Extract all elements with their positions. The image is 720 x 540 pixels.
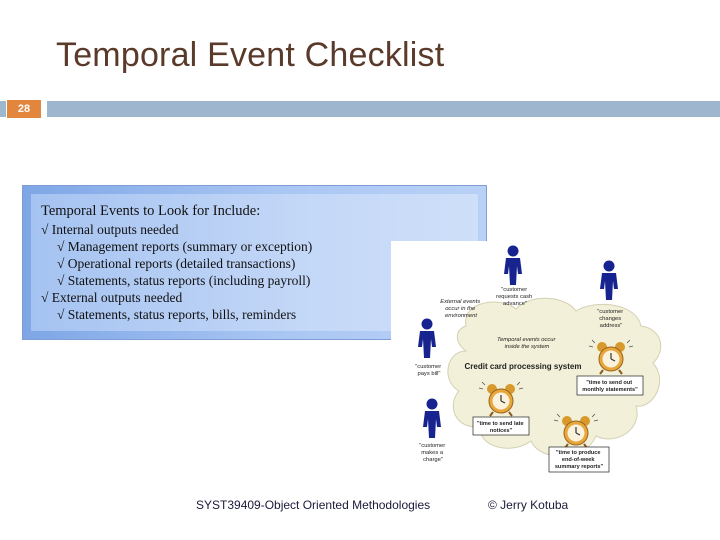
checklist-item: √ Statements, status reports (including … bbox=[57, 273, 311, 288]
checklist-item: √ Statements, status reports, bills, rem… bbox=[57, 307, 297, 322]
header-bar-right bbox=[47, 101, 720, 117]
slide-number: 28 bbox=[7, 100, 41, 118]
clock-label-box bbox=[472, 416, 530, 436]
checklist-item: √ Internal outputs needed bbox=[41, 222, 179, 237]
system-name: Credit card processing system bbox=[465, 362, 582, 371]
temporal-events-label: Temporal events occur inside the system bbox=[497, 337, 557, 350]
actor-label-makes-charge: "customer makes a charge" bbox=[419, 443, 447, 463]
slide-title: Temporal Event Checklist bbox=[56, 36, 445, 74]
actor-label-cash-advance: "customer requests cash advance" bbox=[496, 287, 534, 307]
actor-label-changes-address: "customer changes address" bbox=[597, 309, 625, 329]
checklist-box: Temporal Events to Look for Include: √ I… bbox=[22, 185, 487, 340]
external-events-label: External events occur in the environment bbox=[440, 299, 482, 319]
event-diagram-svg: "customer requests cash advance" "custom… bbox=[415, 245, 662, 473]
event-diagram: "customer requests cash advance" "custom… bbox=[391, 241, 687, 486]
clock-label-late-notices: "time to send late notices" bbox=[477, 421, 525, 434]
checklist-item: √ Management reports (summary or excepti… bbox=[57, 239, 313, 254]
checklist-heading: Temporal Events to Look for Include: bbox=[41, 203, 261, 219]
clock-label-box bbox=[548, 446, 610, 473]
clock-label-summary-reports: "time to produce end-of-week summary rep… bbox=[555, 450, 604, 470]
footer-course: SYST39409-Object Oriented Methodologies bbox=[196, 498, 431, 512]
clock-label-monthly-statements: "time to send out monthly statements" bbox=[582, 380, 638, 393]
footer-copyright: © Jerry Kotuba bbox=[488, 498, 569, 512]
clock-label-box bbox=[576, 375, 644, 396]
checklist-item: √ Operational reports (detailed transact… bbox=[57, 256, 296, 271]
checklist-item: √ External outputs needed bbox=[41, 290, 183, 305]
actor-label-pays-bill: "customer pays bill" bbox=[415, 364, 443, 377]
header-bar-left bbox=[0, 101, 6, 117]
